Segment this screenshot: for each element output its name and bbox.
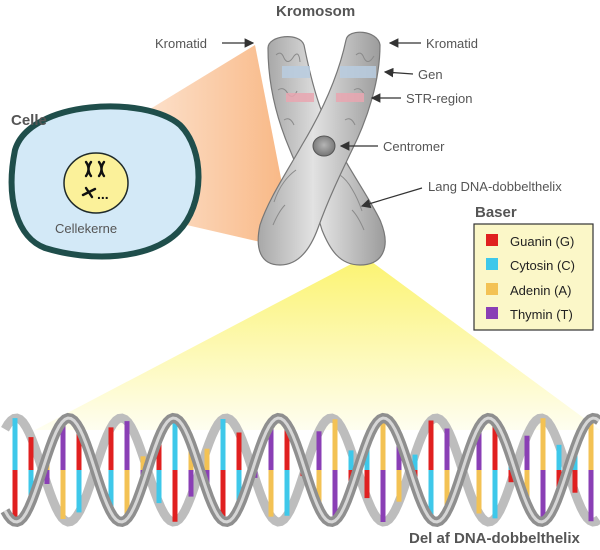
nucleus-dots: ... (97, 186, 109, 202)
str-band-right (336, 93, 364, 102)
gene-band-left (282, 66, 310, 78)
legend-label-cytosin: Cytosin (C) (510, 258, 575, 273)
nucleus-chromosomes-icon (81, 160, 106, 199)
dna-backbone-highlight (3, 416, 600, 524)
legend-swatch-cytosin (486, 258, 498, 270)
legend: Guanin (G) Cytosin (C) Adenin (A) Thymin… (473, 223, 594, 331)
legend-label-adenin: Adenin (A) (510, 283, 571, 298)
label-kromatid-right: Kromatid (426, 36, 478, 51)
cell: ... (8, 103, 202, 260)
arrow-lang-dna (360, 187, 423, 209)
chromosome (257, 31, 386, 266)
str-band-left (286, 93, 314, 102)
arrow-gen (383, 67, 414, 78)
label-dna-segment: Del af DNA-dobbelthelix (409, 530, 581, 547)
legend-label-guanin: Guanin (G) (510, 234, 574, 249)
legend-swatch-guanin (486, 234, 498, 246)
label-lang-dna: Lang DNA-dobbelthelix (428, 179, 562, 194)
nucleus-label: Cellekerne (55, 221, 117, 236)
legend-swatch-adenin (486, 283, 498, 295)
legend-swatch-thymin (486, 307, 498, 319)
dna-double-helix (0, 412, 600, 528)
centromere (312, 135, 336, 157)
label-gen: Gen (418, 67, 443, 82)
legend-label-thymin: Thymin (T) (510, 307, 573, 322)
gene-band-right (340, 66, 376, 78)
legend-title: Baser (475, 204, 517, 221)
label-kromatid-left: Kromatid (155, 36, 207, 51)
chromosome-title: Kromosom (276, 3, 355, 20)
cell-label: Celle (11, 112, 47, 129)
dna-backbone-rear (1, 413, 600, 527)
label-centromer: Centromer (383, 139, 445, 154)
label-str-region: STR-region (406, 91, 472, 106)
annotation-arrows (222, 38, 423, 209)
cell-nucleus (63, 152, 129, 214)
zoom-cone-chromosome-to-dna (35, 262, 600, 430)
